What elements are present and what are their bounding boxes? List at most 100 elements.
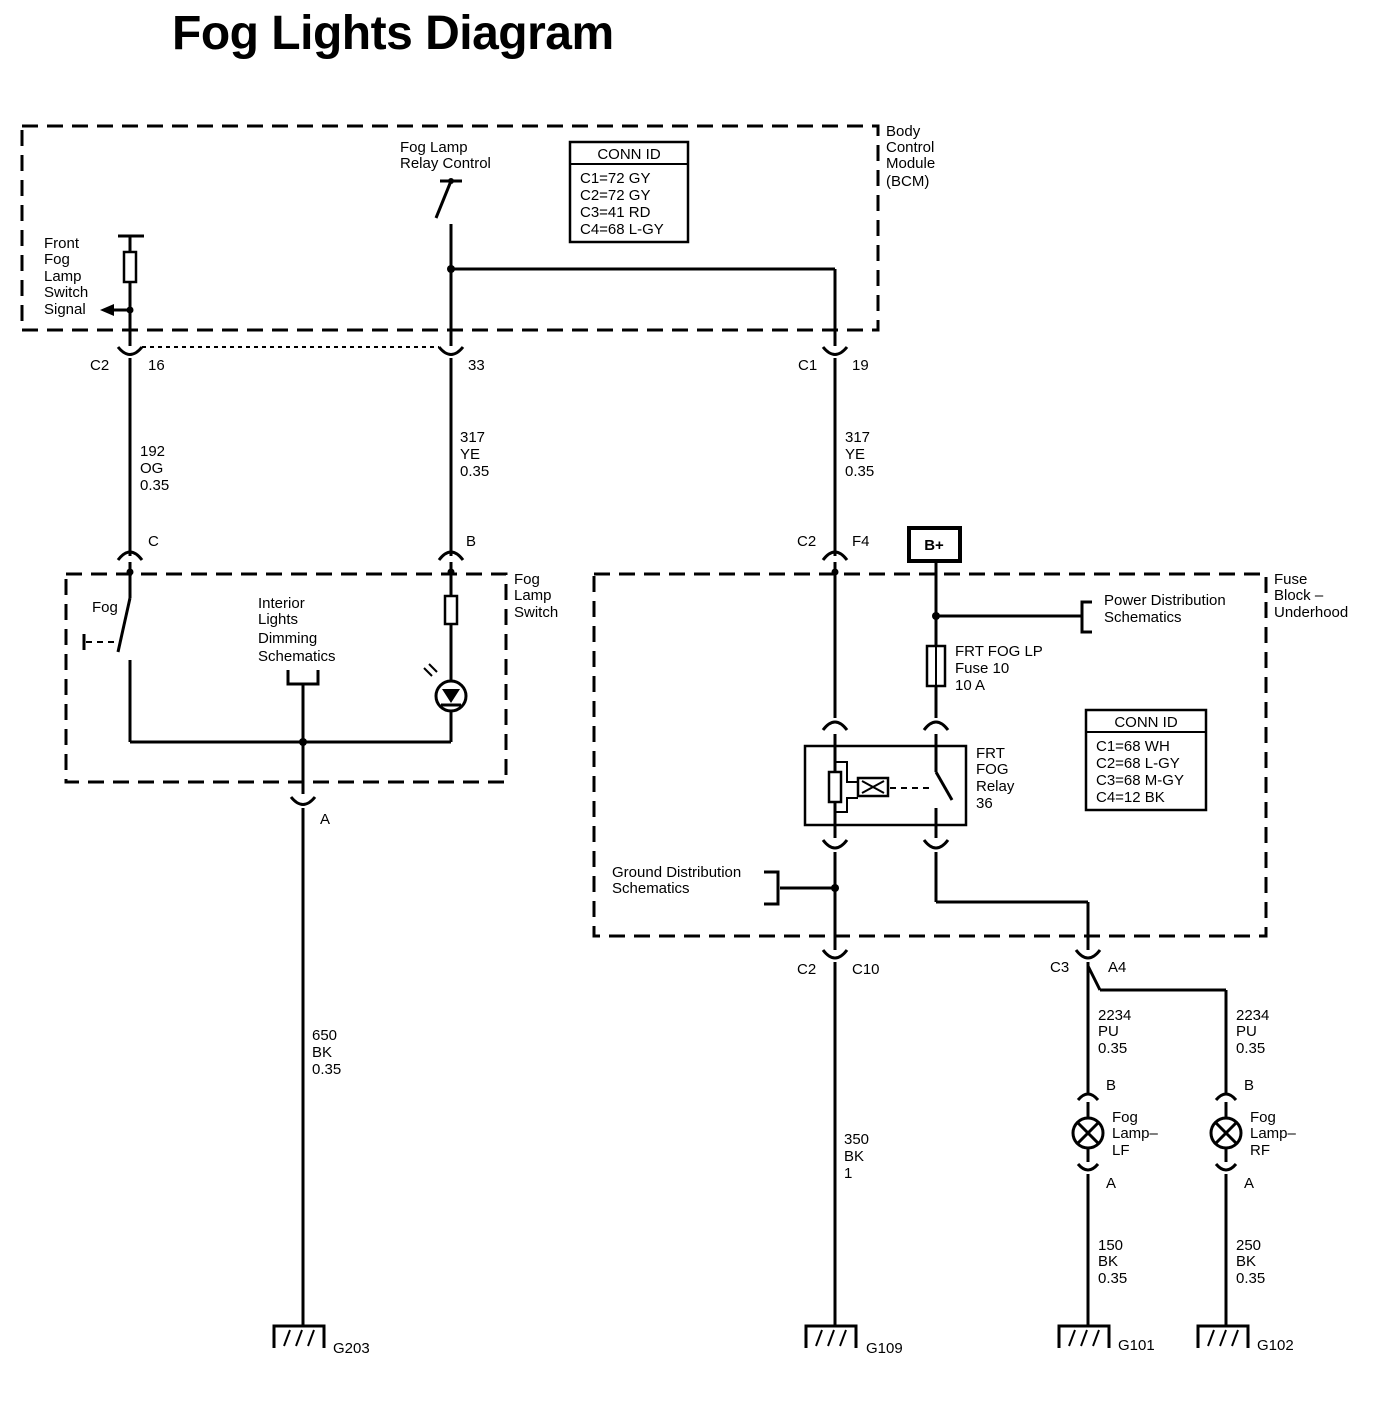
fuse-block-label: Fuse Block – Underhood <box>1274 571 1348 621</box>
svg-text:Lights: Lights <box>258 611 298 628</box>
svg-text:B+: B+ <box>924 537 944 554</box>
svg-text:(BCM): (BCM) <box>886 173 929 190</box>
switch-ground-bus <box>130 738 451 746</box>
svg-text:Power Distribution: Power Distribution <box>1104 592 1226 609</box>
svg-text:C1: C1 <box>798 357 817 374</box>
svg-text:C2=72 GY: C2=72 GY <box>580 187 650 204</box>
svg-text:0.35: 0.35 <box>1098 1270 1127 1287</box>
wire-2234-lf-label: 2234 PU 0.35 <box>1098 1007 1131 1057</box>
svg-text:A: A <box>1106 1175 1116 1192</box>
svg-text:G101: G101 <box>1118 1337 1155 1354</box>
lamp-feed-split <box>1086 962 1228 1094</box>
switch-indicator-circuit <box>443 562 459 680</box>
connector-c1-19: C1 19 <box>798 346 869 374</box>
fog-lamp-lf-bulb-icon <box>1071 1102 1105 1162</box>
svg-text:C1=72 GY: C1=72 GY <box>580 170 650 187</box>
svg-text:Schematics: Schematics <box>1104 609 1182 626</box>
b-plus-terminal: B+ <box>907 526 1092 646</box>
svg-text:LF: LF <box>1112 1142 1130 1159</box>
diagram-title: Fog Lights Diagram <box>172 7 614 60</box>
svg-text:C2: C2 <box>797 961 816 978</box>
svg-text:F4: F4 <box>852 533 870 550</box>
connector-c3-a4: C3 A4 <box>1050 949 1126 976</box>
svg-text:10 A: 10 A <box>955 677 985 694</box>
connector-pin-33: 33 <box>437 346 485 374</box>
svg-text:19: 19 <box>852 357 869 374</box>
svg-text:YE: YE <box>845 446 865 463</box>
connector-lf-a: A <box>1076 1162 1116 1192</box>
fog-lamp-relay-control-label: Fog Lamp Relay Control <box>400 139 491 172</box>
svg-text:Fog: Fog <box>1112 1109 1138 1126</box>
svg-text:C4=12 BK: C4=12 BK <box>1096 789 1165 806</box>
bcm-conn-id-table: CONN ID C1=72 GY C2=72 GY C3=41 RD C4=68… <box>568 140 690 244</box>
wire-317-switch-label: 317 YE 0.35 <box>460 429 489 480</box>
svg-text:C3=68 M-GY: C3=68 M-GY <box>1096 772 1184 789</box>
svg-text:C2: C2 <box>797 533 816 550</box>
connector-switch-c: C <box>116 533 159 561</box>
svg-text:Fuse: Fuse <box>1274 571 1307 588</box>
svg-text:C2: C2 <box>90 357 109 374</box>
wire-350-label: 350 BK 1 <box>844 1131 869 1182</box>
svg-text:192: 192 <box>140 443 165 460</box>
svg-text:33: 33 <box>468 357 485 374</box>
svg-text:G102: G102 <box>1257 1337 1294 1354</box>
svg-text:Fuse 10: Fuse 10 <box>955 660 1009 677</box>
svg-text:A: A <box>320 811 330 828</box>
svg-text:Fog Lamp: Fog Lamp <box>400 139 468 156</box>
svg-text:350: 350 <box>844 1131 869 1148</box>
svg-text:0.35: 0.35 <box>1236 1040 1265 1057</box>
svg-text:0.35: 0.35 <box>460 463 489 480</box>
frt-fog-lp-fuse <box>925 644 947 718</box>
svg-text:Underhood: Underhood <box>1274 604 1348 621</box>
svg-text:YE: YE <box>460 446 480 463</box>
svg-text:36: 36 <box>976 795 993 812</box>
svg-text:Interior: Interior <box>258 595 305 612</box>
svg-text:2234: 2234 <box>1236 1007 1269 1024</box>
fog-switch-contact <box>82 562 134 742</box>
ground-distribution-label: Ground Distribution Schematics <box>612 864 741 897</box>
front-fog-lamp-switch-signal-label: Front Fog Lamp Switch Signal <box>44 235 88 318</box>
bcm-label: Body Control Module (BCM) <box>886 123 935 190</box>
svg-text:Body: Body <box>886 123 921 140</box>
svg-text:C3: C3 <box>1050 959 1069 976</box>
svg-text:Lamp: Lamp <box>44 268 82 285</box>
svg-text:Lamp: Lamp <box>514 587 552 604</box>
connector-c2-c10: C2 C10 <box>797 949 880 978</box>
svg-text:A4: A4 <box>1108 959 1126 976</box>
svg-text:250: 250 <box>1236 1237 1261 1254</box>
svg-text:Relay: Relay <box>976 778 1015 795</box>
wire-317-relay-label: 317 YE 0.35 <box>845 429 874 480</box>
wire-250-label: 250 BK 0.35 <box>1236 1237 1265 1287</box>
svg-text:317: 317 <box>460 429 485 446</box>
ground-g102: G102 <box>1196 1324 1294 1354</box>
svg-text:C10: C10 <box>852 961 880 978</box>
relay-terminals-bottom <box>821 839 950 850</box>
svg-text:C1=68 WH: C1=68 WH <box>1096 738 1170 755</box>
svg-text:CONN ID: CONN ID <box>1114 714 1178 731</box>
connector-c2-16: C2 16 <box>90 346 165 374</box>
bcm-switch-signal-input <box>100 234 144 346</box>
svg-text:150: 150 <box>1098 1237 1123 1254</box>
relay-terminals-top <box>821 562 950 731</box>
svg-text:CONN ID: CONN ID <box>597 146 661 163</box>
wire-150-label: 150 BK 0.35 <box>1098 1237 1127 1287</box>
frt-fog-relay-label: FRT FOG Relay 36 <box>976 745 1015 812</box>
svg-text:Fog: Fog <box>514 571 540 588</box>
wire-2234-rf-label: 2234 PU 0.35 <box>1236 1007 1269 1057</box>
connector-rf-a: A <box>1214 1162 1254 1192</box>
frt-fog-relay <box>803 734 968 838</box>
svg-text:0.35: 0.35 <box>1236 1270 1265 1287</box>
svg-text:A: A <box>1244 1175 1254 1192</box>
fog-switch-label: Fog <box>92 599 118 616</box>
svg-text:0.35: 0.35 <box>312 1061 341 1078</box>
svg-text:317: 317 <box>845 429 870 446</box>
fog-lamp-rf-bulb-icon <box>1209 1102 1243 1162</box>
svg-text:C: C <box>148 533 159 550</box>
connector-c2-f4: C2 F4 <box>797 533 870 561</box>
wire-192-label: 192 OG 0.35 <box>140 443 169 494</box>
svg-text:0.35: 0.35 <box>140 477 169 494</box>
svg-text:Schematics: Schematics <box>258 648 336 665</box>
svg-text:OG: OG <box>140 460 163 477</box>
wire-650-label: 650 BK 0.35 <box>312 1027 341 1078</box>
